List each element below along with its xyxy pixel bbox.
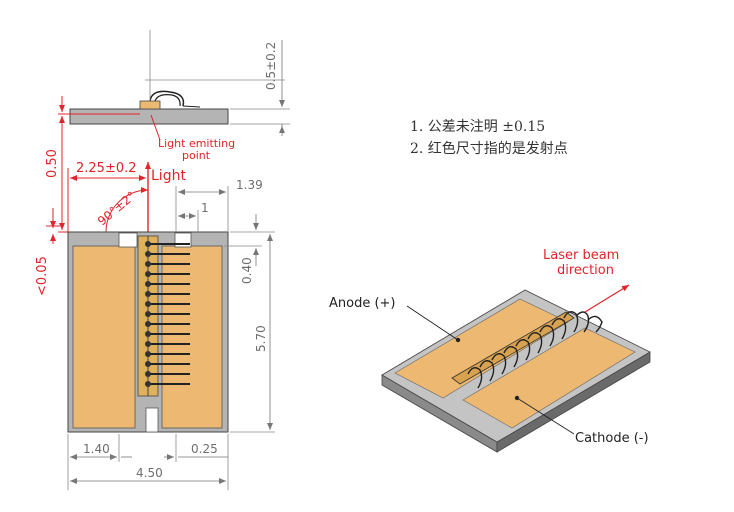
top-view: 1.39 1 0.40 5.70 1.40 0.25 4.50: [67, 178, 275, 490]
bond-wires: [148, 243, 190, 385]
light-label: Light: [151, 168, 186, 184]
cathode-label: Cathode (-): [575, 431, 649, 446]
anode-pad: [72, 245, 136, 429]
side-view-wire: [149, 90, 185, 107]
dim-height-red: 0.50: [45, 149, 60, 178]
side-view-chip: [139, 100, 161, 110]
iso-substrate-top: [381, 289, 651, 443]
dim-edge-red: <0.05: [35, 256, 50, 296]
anode-label: Anode (+): [329, 296, 396, 311]
dim-450: 4.50: [136, 466, 163, 480]
dim-140: 1.40: [83, 442, 110, 456]
cathode-pad: [161, 245, 223, 429]
side-view-substrate: [69, 108, 229, 125]
dim-139: 1.39: [236, 178, 263, 192]
side-view: Light emitting point 0.5±0.2: [69, 30, 290, 162]
emit-label-2: point: [182, 149, 211, 162]
emit-label-1: Light emitting: [158, 137, 235, 150]
iso-anode-pad: [394, 298, 569, 399]
dim-offset-red: 2.25±0.2: [76, 161, 137, 176]
dim-040: 0.40: [240, 257, 254, 284]
note-red-dimensions: 2. 红色尺寸指的是发射点: [410, 141, 568, 157]
laser-label-2: direction: [557, 263, 614, 278]
laser-label-1: Laser beam: [543, 248, 619, 263]
note-tolerance: 1. 公差未注明 ±0.15: [410, 119, 546, 135]
dim-thickness: 0.5±0.2: [264, 42, 278, 90]
iso-cathode-pad: [462, 327, 636, 429]
iso-view: Anode (+) Cathode (-) Laser beam directi…: [329, 248, 651, 453]
iso-bond-wires: [467, 311, 603, 389]
dim-025: 0.25: [191, 442, 218, 456]
dim-1: 1: [201, 201, 209, 215]
dim-570: 5.70: [254, 325, 268, 352]
dim-angle-red: 90°±2°: [95, 189, 138, 229]
iso-laser-bar: [451, 311, 575, 385]
